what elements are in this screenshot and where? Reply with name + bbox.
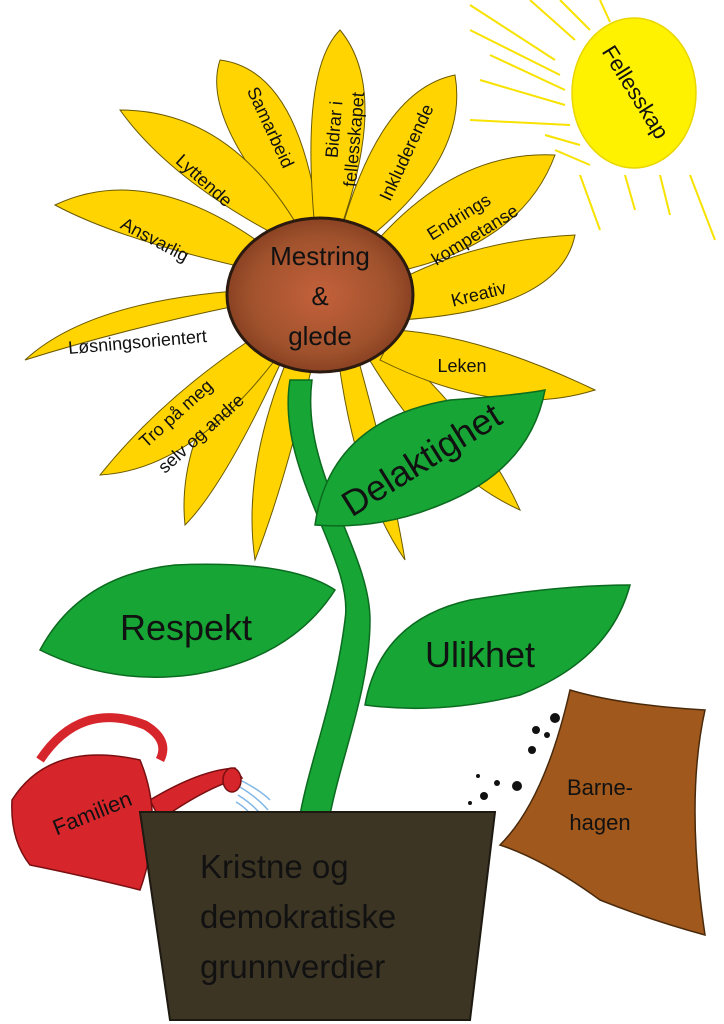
pot-line2: demokratiske bbox=[200, 898, 396, 935]
leaf-ulikhet: Ulikhet bbox=[364, 584, 631, 710]
seeds bbox=[468, 713, 560, 805]
center-line2: & bbox=[311, 281, 328, 311]
center-line1: Mestring bbox=[270, 241, 370, 271]
pot-line3: grunnverdier bbox=[200, 948, 385, 985]
seed-bag: Barne- hagen bbox=[498, 689, 706, 937]
petal-leken: Leken bbox=[437, 356, 486, 376]
watering-can: Familien bbox=[11, 713, 244, 891]
sun: Fellesskap bbox=[571, 17, 697, 169]
seed-bag-line1: Barne- bbox=[567, 775, 633, 800]
pot: Kristne og demokratiske grunnverdier bbox=[138, 811, 497, 1021]
leaf-ulikhet-label: Ulikhet bbox=[425, 634, 535, 675]
pot-line1: Kristne og bbox=[200, 848, 349, 885]
center-line3: glede bbox=[288, 321, 352, 351]
sun-rays bbox=[469, 0, 716, 241]
flower-center: Mestring & glede bbox=[225, 216, 415, 374]
seed-bag-line2: hagen bbox=[569, 810, 630, 835]
petal-bidrar-line1: Bidrar i bbox=[322, 100, 347, 159]
leaf-respekt-label: Respekt bbox=[120, 607, 252, 648]
leaf-respekt: Respekt bbox=[38, 563, 337, 678]
